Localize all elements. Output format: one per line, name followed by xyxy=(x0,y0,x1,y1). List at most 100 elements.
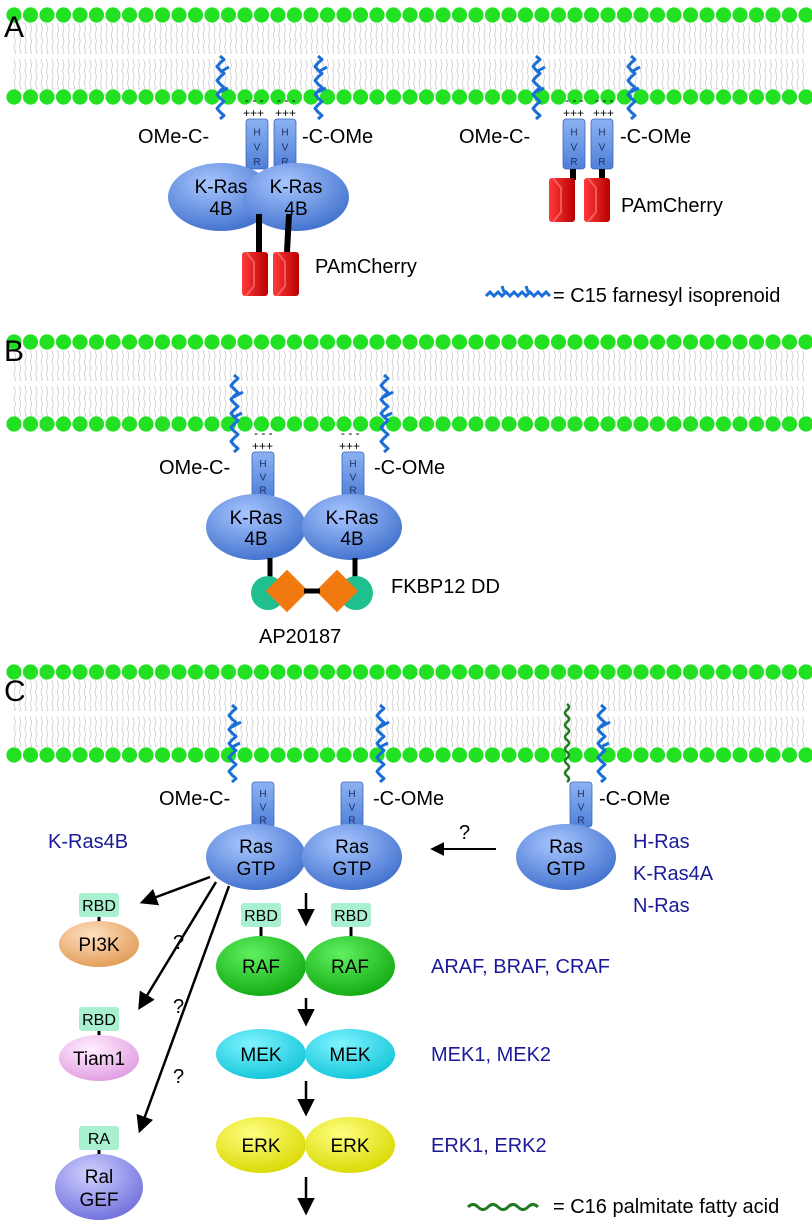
hvr-box: HVR xyxy=(251,781,275,828)
omec-third-cap: -C-OMe xyxy=(599,788,670,810)
lipid-head xyxy=(253,664,270,680)
lipid-head xyxy=(649,747,666,763)
lipid-head xyxy=(781,89,798,105)
lipid-head xyxy=(748,7,765,23)
pamcherry-barrel xyxy=(549,177,575,223)
farnesyl-anchor xyxy=(626,54,637,121)
tiam1-node xyxy=(59,1035,139,1081)
lipid-head xyxy=(6,7,22,23)
lipid-head xyxy=(204,664,220,680)
lipid-head xyxy=(435,89,451,105)
farnesyl-branch xyxy=(219,65,230,94)
lipid-head xyxy=(484,89,501,105)
lipid-head xyxy=(583,334,600,350)
ras-gtp-label-line1: Ras xyxy=(335,837,369,858)
kras-label-line1: K-Ras xyxy=(326,508,379,529)
lipid-head xyxy=(451,89,468,105)
lipid-head xyxy=(748,89,765,105)
erk-isoforms-label: ERK1, ERK2 xyxy=(431,1135,547,1157)
lipid-head xyxy=(154,89,171,105)
ralgef-label-line1: Ral xyxy=(85,1167,114,1188)
erk-label: ERK xyxy=(241,1136,280,1157)
lipid-head xyxy=(402,334,418,350)
hvr-letter: V xyxy=(578,802,585,813)
lipid-head xyxy=(435,664,451,680)
farnesyl-branch xyxy=(231,720,242,749)
pamcherry-label: PAmCherry xyxy=(315,256,417,278)
ra-box xyxy=(79,1126,119,1150)
lipid-head xyxy=(237,747,253,763)
hvr-letter: V xyxy=(260,472,267,483)
pamcherry-barrel xyxy=(273,251,299,297)
lipid-head xyxy=(253,747,270,763)
lipid-head xyxy=(666,334,682,350)
negative-charges: - - - xyxy=(595,93,614,107)
lipid-head xyxy=(484,747,501,763)
lipid-head xyxy=(649,7,666,23)
lipid-head xyxy=(319,664,336,680)
lipid-head xyxy=(154,664,171,680)
lipid-head xyxy=(72,664,88,680)
lipid-head xyxy=(237,334,253,350)
lipid-head xyxy=(39,416,55,432)
hvr-box: HVR xyxy=(590,118,614,170)
hvr-letter: R xyxy=(570,157,577,168)
lipid-head xyxy=(72,747,88,763)
lipid-head xyxy=(798,416,812,432)
lipid-head xyxy=(682,416,699,432)
lipid-head xyxy=(369,747,385,763)
lipid-head xyxy=(468,664,484,680)
omec-left-cap: OMe-C- xyxy=(459,126,530,148)
pi3k-label: PI3K xyxy=(78,935,120,956)
lipid-head xyxy=(402,7,418,23)
lipid-head xyxy=(39,89,55,105)
palmitate-anchor xyxy=(563,703,571,783)
hvr-letter: V xyxy=(254,142,261,153)
lipid-head xyxy=(319,416,336,432)
lipid-head xyxy=(270,7,286,23)
lipid-head xyxy=(138,89,154,105)
lipid-head xyxy=(319,7,336,23)
lipid-head xyxy=(765,416,781,432)
lipid-head xyxy=(567,747,583,763)
ras-gtp-label-line2: GTP xyxy=(546,859,585,880)
hvr-letter: V xyxy=(571,142,578,153)
raf-node xyxy=(305,936,395,996)
lipid-head xyxy=(369,334,385,350)
kras-label-line2: 4B xyxy=(244,529,267,550)
farnesyl-anchor xyxy=(379,373,390,454)
lipid-head xyxy=(666,664,682,680)
negative-charges: - - - xyxy=(341,426,360,440)
panel-a-label: A xyxy=(4,11,24,44)
lipid-head xyxy=(484,416,501,432)
lipid-head xyxy=(286,747,303,763)
lipid-head xyxy=(253,334,270,350)
panel-c-label: C xyxy=(4,675,26,708)
lipid-head xyxy=(501,664,517,680)
kras4b-label: K-Ras4B xyxy=(48,831,128,853)
lipid-head xyxy=(105,89,121,105)
lipid-head xyxy=(534,7,550,23)
barrel-highlight xyxy=(245,251,255,297)
lipid-head xyxy=(550,747,567,763)
lipid-head xyxy=(187,334,204,350)
lipid-head xyxy=(501,416,517,432)
ralgef-label-line2: GEF xyxy=(79,1190,118,1211)
lipid-head xyxy=(616,7,633,23)
lipid-head xyxy=(270,89,286,105)
kras-protein xyxy=(168,163,274,231)
hvr-letter: R xyxy=(577,816,584,827)
lipid-head xyxy=(303,747,319,763)
lipid-head xyxy=(748,416,765,432)
lipid-head xyxy=(39,747,55,763)
lipid-head xyxy=(88,7,105,23)
lipid-head xyxy=(732,416,748,432)
lipid-head xyxy=(253,89,270,105)
lipid-head xyxy=(418,7,435,23)
farnesyl-legend-icon xyxy=(484,285,552,299)
lipid-tails xyxy=(13,22,805,90)
lipid-head xyxy=(616,747,633,763)
lipid-head xyxy=(154,416,171,432)
lipid-head xyxy=(55,334,72,350)
lipid-head xyxy=(534,664,550,680)
